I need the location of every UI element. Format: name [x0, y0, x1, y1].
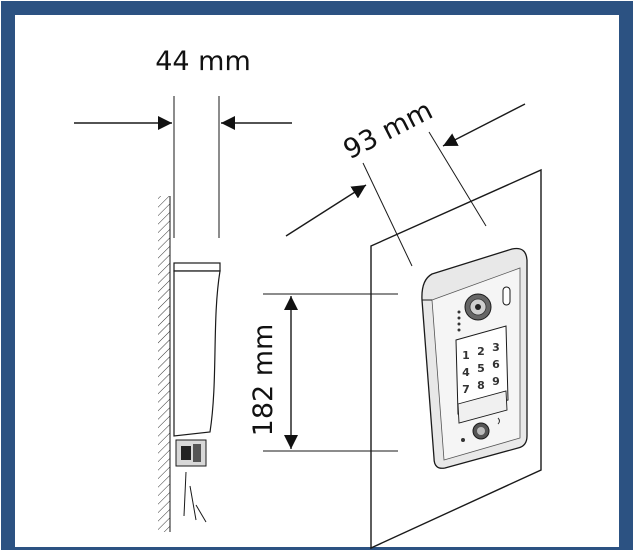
width-label: 93 mm: [339, 95, 438, 166]
side-view: 44 mm: [74, 46, 292, 532]
sensor-slot: [502, 286, 511, 306]
rfid-mark: [497, 417, 500, 425]
key-1: 1: [462, 349, 470, 362]
intercom-front-icon: 1 2 3 4 5 6 7 8 9 * 0 #: [421, 247, 528, 469]
height-label: 182 mm: [248, 324, 279, 437]
key-7: 7: [462, 383, 470, 396]
width-arrow-right: [442, 103, 526, 147]
key-6: 6: [492, 358, 500, 371]
key-4: 4: [462, 366, 470, 379]
key-3: 3: [492, 341, 500, 354]
camera-lens-icon: [464, 293, 492, 321]
key-5: 5: [477, 362, 485, 375]
keypad-icon: 1 2 3 4 5 6 7 8 9 * 0 #: [455, 325, 509, 415]
key-8: 8: [477, 379, 485, 392]
width-arrow-left: [285, 184, 367, 237]
key-2: 2: [477, 345, 485, 358]
height-dimension: 182 mm: [248, 293, 398, 452]
hatched-wall-icon: [158, 196, 170, 532]
status-led: [461, 438, 465, 442]
device-side-profile-icon: [173, 262, 221, 523]
depth-label: 44 mm: [155, 46, 251, 77]
name-tag: [457, 390, 508, 424]
key-9: 9: [492, 375, 500, 388]
call-button-icon: [472, 422, 490, 440]
